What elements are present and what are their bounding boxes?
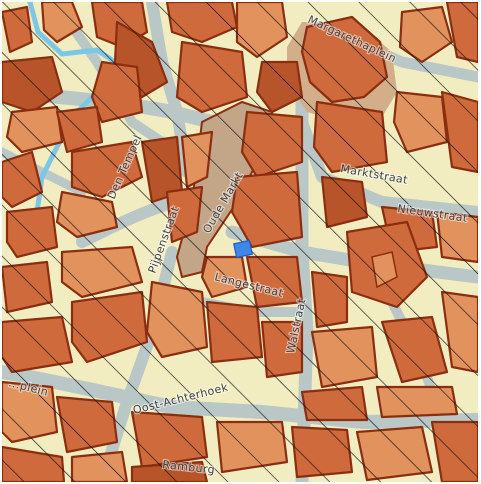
label-ramburg: Ramburg (162, 458, 216, 476)
location-marker-icon[interactable] (233, 239, 253, 259)
